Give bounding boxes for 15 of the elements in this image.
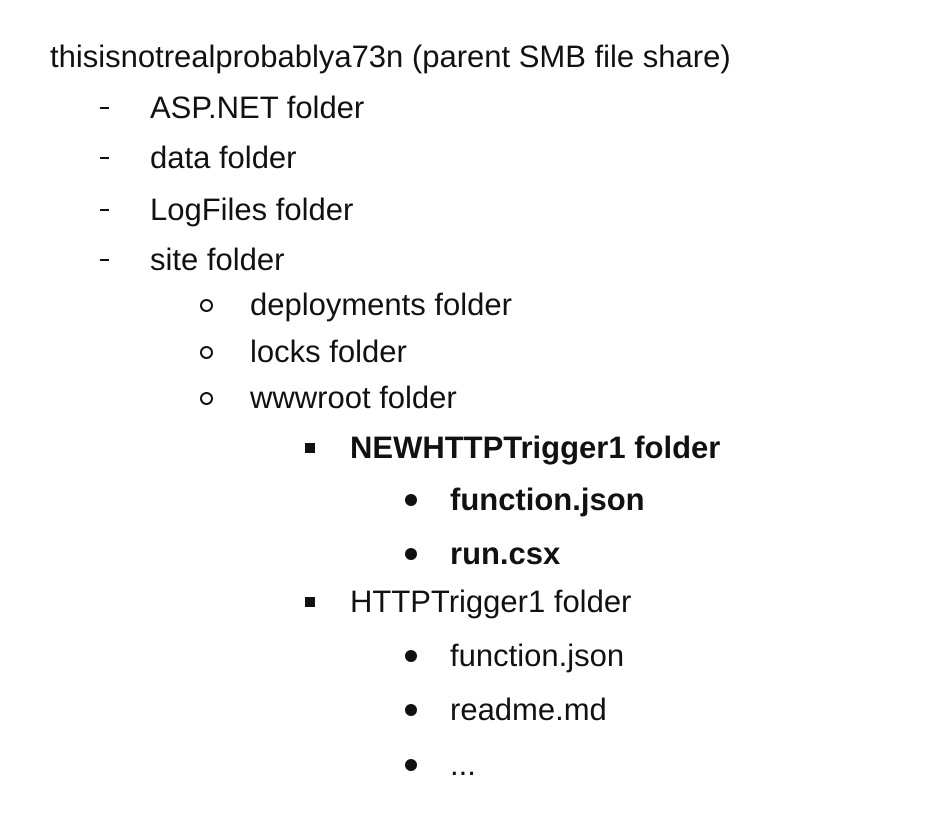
- list-item-text: function.json: [450, 638, 624, 674]
- list-item-text: ...: [450, 747, 476, 783]
- list-item-text: HTTPTrigger1 folder: [350, 584, 632, 620]
- list-item-text: wwwroot folder: [250, 380, 457, 416]
- list-item-text: data folder: [150, 140, 296, 176]
- list-item-text: LogFiles folder: [150, 192, 354, 228]
- list-item-text: function.json: [450, 482, 645, 518]
- list-item-text: ASP.NET folder: [150, 90, 364, 126]
- list-item-text: readme.md: [450, 692, 607, 728]
- heading-text: thisisnotrealprobablya73n (parent SMB file share): [50, 39, 731, 75]
- list-item-text: NEWHTTPTrigger1 folder: [350, 430, 720, 466]
- list-item-text: locks folder: [250, 334, 407, 370]
- list-item-text: run.csx: [450, 536, 560, 572]
- list-item-text: site folder: [150, 242, 284, 278]
- list-item-text: deployments folder: [250, 287, 512, 323]
